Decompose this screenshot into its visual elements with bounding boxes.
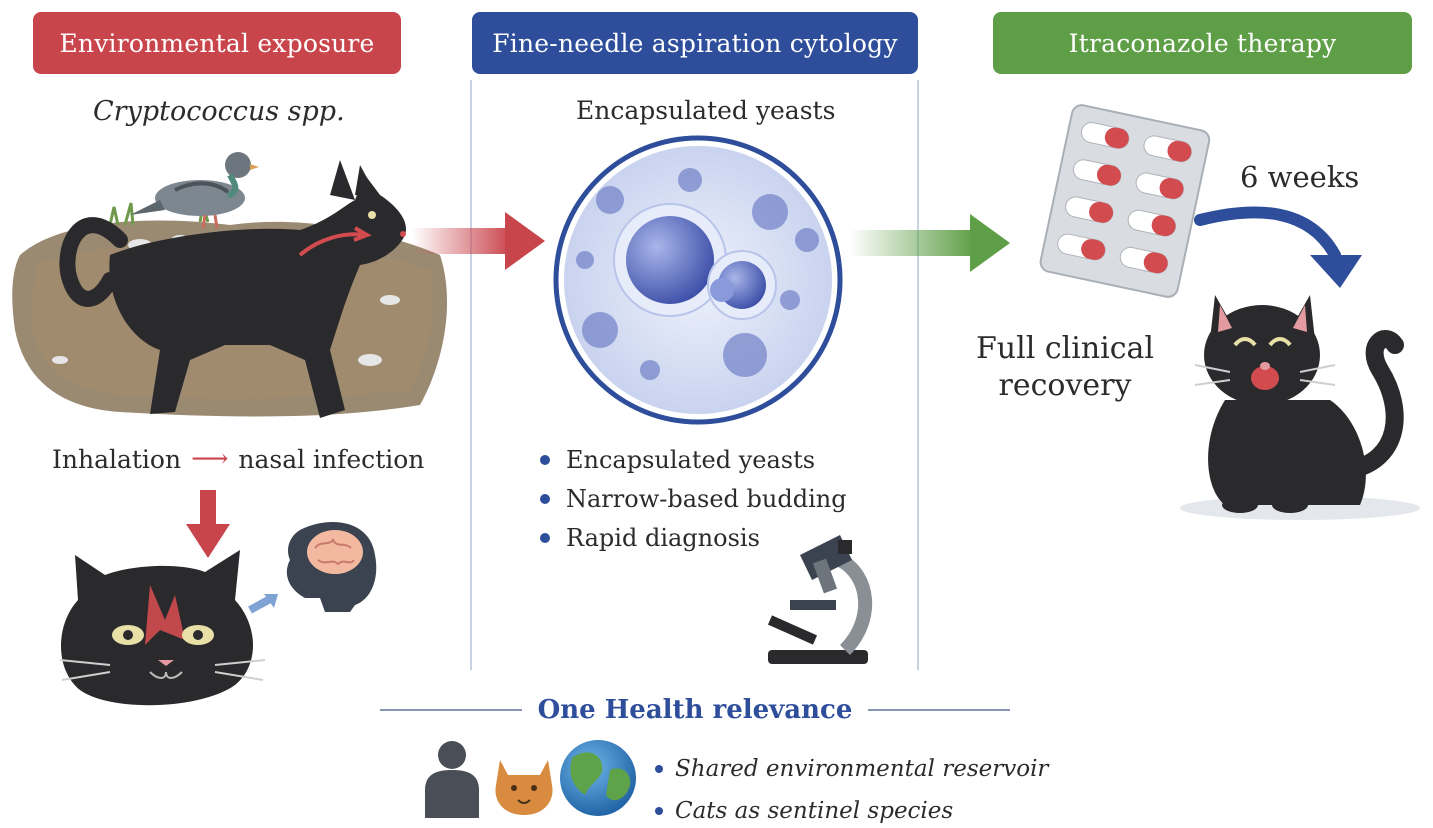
header-rule-left xyxy=(380,709,522,711)
infected-cat-face-icon xyxy=(59,550,266,706)
banner-fine-needle-aspiration: Fine-needle aspiration cytology xyxy=(472,12,918,74)
microscope-icon xyxy=(767,535,872,664)
cell-icon xyxy=(553,135,843,425)
brain-icon xyxy=(248,522,377,614)
column-divider-left xyxy=(470,80,472,670)
small-cat-icon xyxy=(495,760,553,815)
column-divider-right xyxy=(917,80,919,670)
curved-arrow-icon xyxy=(1194,206,1362,288)
bullet-dot xyxy=(655,765,663,773)
pigeon-icon xyxy=(130,152,259,229)
finding-item: Encapsulated yeasts xyxy=(540,440,847,479)
happy-cat-icon xyxy=(1180,295,1420,520)
one-health-point: Cats as sentinel species xyxy=(655,790,1048,828)
cat-icon xyxy=(59,160,406,418)
bullet-dot xyxy=(540,493,550,504)
route-to-label: nasal infection xyxy=(238,444,425,474)
cytology-findings: Encapsulated yeasts Narrow-based budding… xyxy=(540,440,847,557)
route-from-label: Inhalation xyxy=(52,444,182,474)
person-icon xyxy=(425,741,479,818)
cytology-title: Encapsulated yeasts xyxy=(576,96,836,125)
flow-arrow-cytology-to-therapy xyxy=(850,214,1010,272)
pill-blister-icon xyxy=(1039,104,1211,298)
banner-itraconazole-therapy: Itraconazole therapy xyxy=(993,12,1412,74)
one-health-header: One Health relevance xyxy=(380,693,1010,727)
infection-route: Inhalation ⟶ nasal infection xyxy=(52,444,424,474)
one-health-points: Shared environmental reservoir Cats as s… xyxy=(655,748,1048,828)
therapy-duration: 6 weeks xyxy=(1240,160,1360,194)
pathogen-label: Cryptococcus spp. xyxy=(93,96,345,127)
globe-icon xyxy=(560,740,636,816)
finding-item: Narrow-based budding xyxy=(540,479,847,518)
arrow-right-icon: ⟶ xyxy=(191,444,229,474)
one-health-title: One Health relevance xyxy=(537,695,853,725)
bullet-dot xyxy=(540,532,550,543)
flow-arrow-exposure-to-cytology xyxy=(412,212,545,270)
one-health-point: Shared environmental reservoir xyxy=(655,748,1048,790)
header-rule-right xyxy=(868,709,1010,711)
bullet-dot xyxy=(655,807,663,815)
banner-environmental-exposure: Environmental exposure xyxy=(33,12,401,74)
arrow-down-icon xyxy=(186,490,230,558)
finding-item: Rapid diagnosis xyxy=(540,518,847,557)
bullet-dot xyxy=(540,454,550,465)
outcome-label: Full clinical recovery xyxy=(975,331,1155,403)
